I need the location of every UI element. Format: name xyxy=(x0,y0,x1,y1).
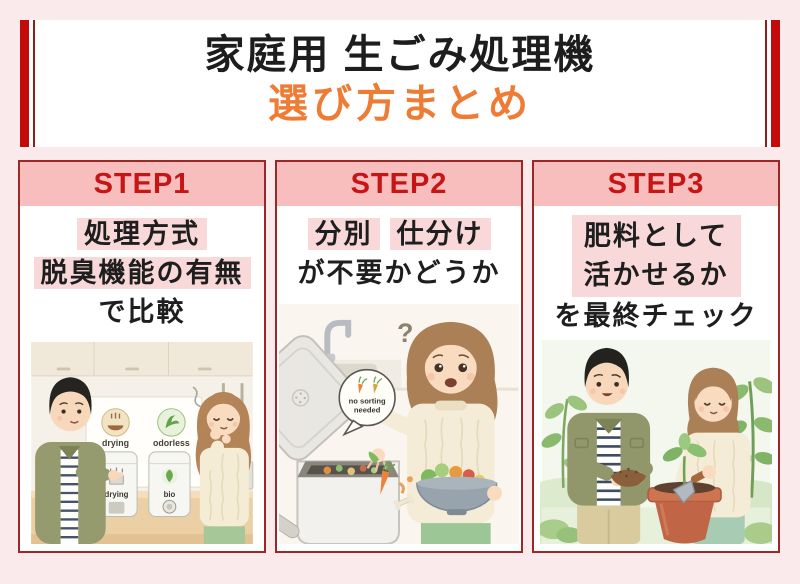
step1-header: STEP1 xyxy=(20,162,264,206)
step3-header: STEP3 xyxy=(534,162,778,206)
step1-illustration: drying odorless drying xyxy=(20,342,264,551)
drying-unit: drying xyxy=(95,451,138,518)
bubble-text-line2: needed xyxy=(354,406,381,415)
falling-food-scraps xyxy=(368,451,415,511)
steps-row: STEP1 処理方式 脱臭機能の有無 で比較 xyxy=(18,160,782,553)
faucet-icon xyxy=(324,319,352,365)
bio-unit: bio xyxy=(148,451,191,518)
unit-label-drying: drying xyxy=(105,490,129,499)
kitchen-compare-scene: drying odorless drying xyxy=(31,342,254,544)
bubble-text-line1: no sorting xyxy=(349,397,386,406)
woman-figure xyxy=(192,386,252,544)
man-figure xyxy=(567,347,653,544)
bin-lid-open xyxy=(279,335,364,461)
step1-text: 処理方式 脱臭機能の有無 で比較 xyxy=(20,206,264,332)
header-left-red-bar xyxy=(20,20,29,147)
page-title: 家庭用 生ごみ処理機 xyxy=(204,33,596,77)
step3-text: 肥料として 活かせるか を最終チェック xyxy=(534,206,778,336)
corner-shrubs xyxy=(540,519,772,544)
header-right-thin-line xyxy=(765,20,767,147)
unit-label-bio: bio xyxy=(164,490,176,499)
step1-highlight-2: 脱臭機能の有無 xyxy=(33,257,251,290)
step3-card: STEP3 肥料として 活かせるか を最終チェック xyxy=(532,160,780,553)
step3-highlight-2: 活かせるか xyxy=(583,260,729,291)
man-figure xyxy=(35,377,124,544)
page-subtitle: 選び方まとめ xyxy=(268,82,532,126)
bone-icon xyxy=(393,493,415,511)
title-block: 家庭用 生ごみ処理機 選び方まとめ xyxy=(40,30,760,128)
step3-illustration xyxy=(534,340,778,551)
step3-plain-text: を最終チェック xyxy=(554,301,758,332)
seedling xyxy=(662,433,707,486)
board-label-odorless: odorless xyxy=(153,438,190,448)
veggie-bowl xyxy=(416,463,503,516)
leaf-icon xyxy=(166,469,173,483)
step2-card: STEP2 分別仕分け が不要かどうか xyxy=(275,160,523,553)
compost-handful xyxy=(610,469,647,487)
mini-carrot-icons xyxy=(358,376,383,394)
step2-header: STEP2 xyxy=(277,162,521,206)
kitchen-cabinets xyxy=(31,342,253,377)
trowel-icon xyxy=(672,465,717,504)
garden-scene xyxy=(540,340,772,544)
question-mark: ? xyxy=(397,318,413,348)
step1-highlight-1: 処理方式 xyxy=(77,218,207,250)
step2-highlight-1: 分別 xyxy=(307,218,380,250)
odor-squiggle xyxy=(192,386,202,408)
step1-plain-text: で比較 xyxy=(98,297,186,328)
step1-card: STEP1 処理方式 脱臭機能の有無 で比較 xyxy=(18,160,266,553)
step3-highlight-1: 肥料として xyxy=(583,221,729,251)
board-label-drying: drying xyxy=(102,438,129,448)
holding-hand xyxy=(487,485,503,501)
header-banner: 家庭用 生ごみ処理機 選び方まとめ xyxy=(20,20,780,147)
speech-bubble: no sorting needed xyxy=(338,368,396,437)
step2-text: 分別仕分け が不要かどうか xyxy=(277,206,521,293)
woman-hand xyxy=(702,465,717,479)
bin-handle xyxy=(279,503,300,539)
step2-illustration: no sorting needed ? xyxy=(277,304,521,551)
step2-highlight-2: 仕分け xyxy=(389,218,491,250)
drying-icon xyxy=(101,408,130,437)
disposal-scene: no sorting needed ? xyxy=(279,304,519,544)
header-left-thin-line xyxy=(33,20,35,147)
waste-bin xyxy=(279,460,400,544)
step3-highlight-block: 肥料として 活かせるか xyxy=(571,215,741,298)
step2-plain-text: が不要かどうか xyxy=(297,258,501,289)
header-right-red-bar xyxy=(771,20,780,147)
